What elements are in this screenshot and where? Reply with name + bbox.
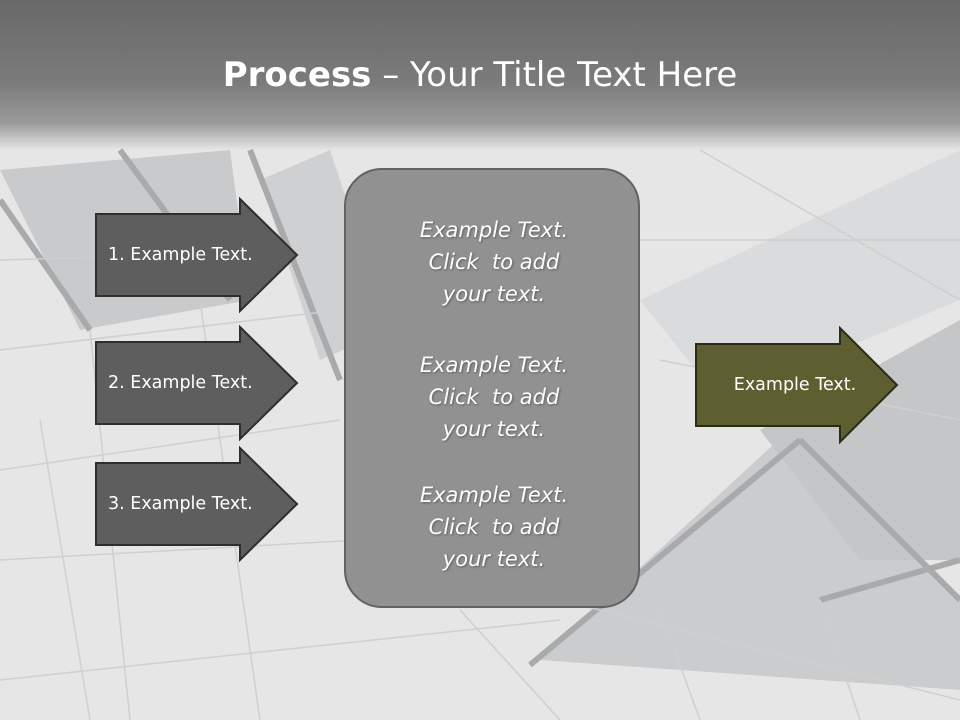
step-arrow-1[interactable]: 1. Example Text. (95, 196, 299, 314)
step-label: 3. Example Text. (108, 494, 253, 514)
slide-title-rest: – Your Title Text Here (371, 55, 738, 95)
panel-line: Example Text. (419, 218, 569, 242)
panel-text-block-2: Example Text. Click to add your text. (346, 349, 642, 445)
result-label: Example Text. (733, 375, 857, 395)
panel-text-block-3: Example Text. Click to add your text. (346, 479, 642, 575)
step-arrow-2[interactable]: 2. Example Text. (95, 324, 299, 442)
arrow-shape (695, 325, 899, 445)
arrow-shape (95, 324, 299, 442)
panel-line: your text. (442, 417, 546, 441)
panel-line: Click to add (428, 385, 560, 409)
panel-line: your text. (442, 282, 546, 306)
result-arrow[interactable]: Example Text. (695, 325, 899, 445)
panel-line: Example Text. (419, 353, 569, 377)
panel-line: Example Text. (419, 483, 569, 507)
panel-line: your text. (442, 547, 546, 571)
panel-line: Click to add (428, 250, 560, 274)
title-bar (0, 0, 960, 150)
step-label: 2. Example Text. (108, 373, 253, 393)
arrow-shape (95, 196, 299, 314)
arrow-shape (95, 445, 299, 563)
step-arrow-3[interactable]: 3. Example Text. (95, 445, 299, 563)
center-text-panel[interactable]: Example Text. Click to add your text. Ex… (344, 168, 640, 608)
slide-title-bold: Process (222, 55, 372, 95)
step-label: 1. Example Text. (108, 245, 253, 265)
panel-line: Click to add (428, 515, 560, 539)
panel-text-block-1: Example Text. Click to add your text. (346, 214, 642, 310)
slide-title[interactable]: Process – Your Title Text Here (0, 50, 960, 100)
